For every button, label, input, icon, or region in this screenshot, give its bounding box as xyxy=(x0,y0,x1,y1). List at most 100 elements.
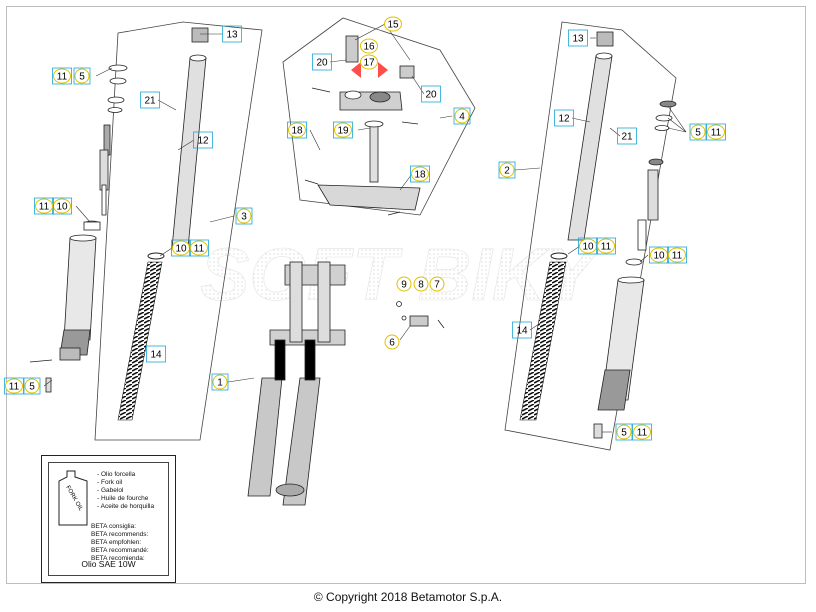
beta-recommend-line: BETA recommandé: xyxy=(91,547,149,554)
callout-11: 11 xyxy=(34,197,54,215)
callout-1: 1 xyxy=(211,373,229,391)
callout-label: 11 xyxy=(601,242,612,253)
callout-4: 4 xyxy=(453,107,471,125)
callout-12: 12 xyxy=(554,109,574,127)
callout-2: 2 xyxy=(498,161,516,179)
callout-13: 13 xyxy=(222,25,242,43)
callout-3: 3 xyxy=(235,207,253,225)
arrow-marker-left xyxy=(351,62,361,78)
beta-recommends-list: BETA consiglia: BETA recommends: BETA em… xyxy=(91,523,149,563)
brake-hose-guide xyxy=(396,301,445,329)
callout-17: 17 xyxy=(360,54,378,70)
fork-oil-legend: FORK OIL - Olio forcella - Fork oil - Ga… xyxy=(41,455,176,583)
beta-recommend-line: BETA recomienda: xyxy=(91,555,145,562)
callout-9: 9 xyxy=(396,276,412,292)
callout-11: 11 xyxy=(706,123,726,141)
triple-clamp-assembly xyxy=(304,35,421,216)
callout-label: 7 xyxy=(434,280,440,291)
left-spring xyxy=(117,261,163,421)
callout-19: 19 xyxy=(333,121,353,139)
callout-label: 15 xyxy=(387,20,399,31)
outline-triple-clamp xyxy=(282,17,476,216)
callout-label: 13 xyxy=(572,34,584,45)
callout-label: 5 xyxy=(695,128,701,139)
callout-21: 21 xyxy=(617,127,637,145)
callout-label: 16 xyxy=(363,42,375,53)
callout-label: 10 xyxy=(582,242,594,253)
right-spring xyxy=(519,261,567,421)
callout-label: 10 xyxy=(653,251,665,262)
callout-11: 11 xyxy=(189,239,209,257)
callout-18: 18 xyxy=(410,165,430,183)
outline-left-leg xyxy=(94,21,263,441)
callout-label: 2 xyxy=(504,166,510,177)
arrow-marker-right xyxy=(378,62,388,78)
callout-5: 5 xyxy=(615,423,633,441)
callout-label: 17 xyxy=(363,58,375,69)
callout-label: 19 xyxy=(337,126,349,137)
callout-18: 18 xyxy=(287,121,307,139)
callout-11: 11 xyxy=(667,246,687,264)
callout-label: 12 xyxy=(558,114,570,125)
oil-name-line: - Olio forcella xyxy=(97,471,136,478)
callout-11: 11 xyxy=(632,423,652,441)
left-outer-slider xyxy=(29,234,97,393)
callout-label: 10 xyxy=(175,244,187,255)
beta-recommend-line: BETA recommends: xyxy=(91,531,149,538)
callout-13: 13 xyxy=(568,29,588,47)
callout-label: 1 xyxy=(217,378,223,389)
callout-11: 11 xyxy=(4,377,24,395)
callout-label: 14 xyxy=(516,326,528,337)
callout-15: 15 xyxy=(384,16,402,32)
legend-inner-border: FORK OIL - Olio forcella - Fork oil - Ga… xyxy=(48,462,169,576)
callout-5: 5 xyxy=(23,377,41,395)
oil-names-list: - Olio forcella - Fork oil - Gabelol - H… xyxy=(97,471,154,511)
callout-label: 8 xyxy=(418,280,424,291)
oil-name-line: - Huile de fourche xyxy=(97,495,149,502)
callout-label: 5 xyxy=(621,428,627,439)
callout-label: 11 xyxy=(9,382,20,393)
callout-label: 9 xyxy=(401,280,407,291)
right-outer-slider xyxy=(593,276,645,439)
callout-label: 21 xyxy=(144,96,156,107)
diagram-frame xyxy=(6,6,806,584)
callout-label: 12 xyxy=(197,136,209,147)
callout-label: 4 xyxy=(459,112,465,123)
callout-10: 10 xyxy=(52,197,72,215)
callout-label: 13 xyxy=(226,30,238,41)
callout-14: 14 xyxy=(512,321,532,339)
callout-label: 5 xyxy=(29,382,35,393)
left-spring-spacer xyxy=(147,252,165,260)
callout-5: 5 xyxy=(73,67,91,85)
callout-14: 14 xyxy=(146,345,166,363)
callout-6: 6 xyxy=(384,334,400,350)
right-fork-tube xyxy=(567,31,614,241)
callout-20: 20 xyxy=(312,53,332,71)
beta-recommend-line: BETA consiglia: xyxy=(91,523,137,530)
oil-name-line: - Gabelol xyxy=(97,487,124,494)
oil-name-line: - Fork oil xyxy=(97,479,123,486)
left-inner-cartridge xyxy=(83,64,128,231)
callout-label: 11 xyxy=(637,428,648,439)
outline-right-leg xyxy=(504,21,677,451)
callout-label: 5 xyxy=(79,72,85,83)
callout-label: 20 xyxy=(316,58,328,69)
callout-5: 5 xyxy=(689,123,707,141)
right-inner-cartridge xyxy=(625,100,677,266)
assembled-fork xyxy=(247,261,346,506)
callout-label: 11 xyxy=(57,72,68,83)
callout-label: 18 xyxy=(291,126,303,137)
callout-12: 12 xyxy=(193,131,213,149)
callout-16: 16 xyxy=(360,38,378,54)
callout-21: 21 xyxy=(140,91,160,109)
oil-bottle-icon: FORK OIL xyxy=(58,470,88,526)
callout-8: 8 xyxy=(413,276,429,292)
right-spring-spacer xyxy=(550,252,568,260)
callout-label: 11 xyxy=(39,202,50,213)
oil-grade: Olio SAE 10W xyxy=(81,559,136,569)
beta-recommend-line: BETA empfohlen: xyxy=(91,539,142,546)
callout-10: 10 xyxy=(578,237,598,255)
callout-10: 10 xyxy=(649,246,669,264)
